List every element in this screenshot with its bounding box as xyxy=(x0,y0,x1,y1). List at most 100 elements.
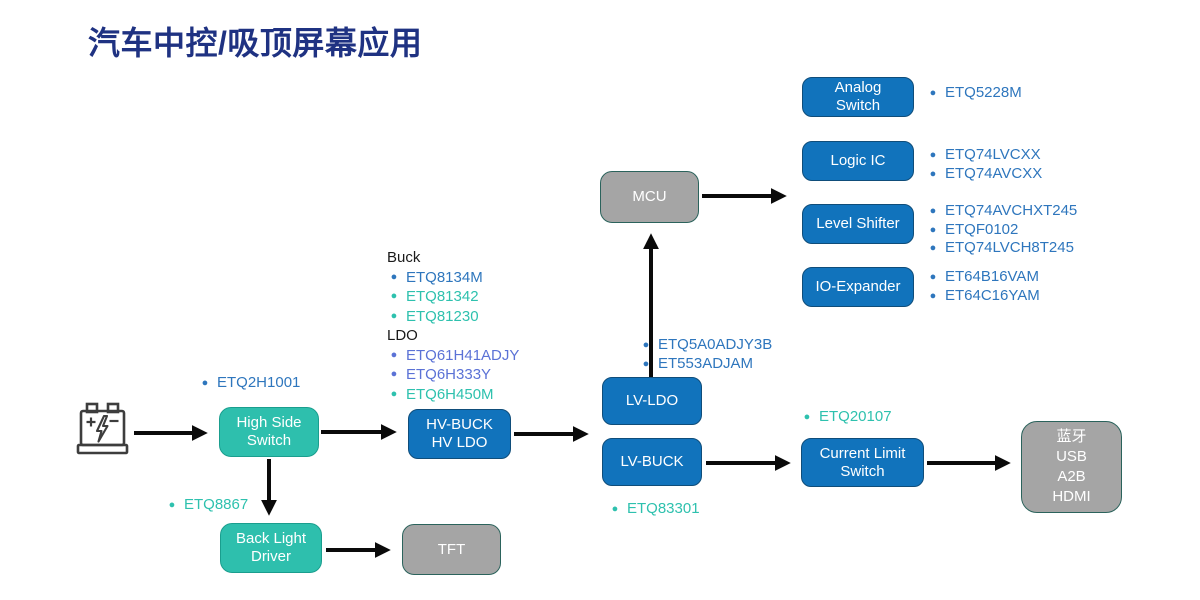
part-item: ● ETQ74LVCXX xyxy=(926,146,1042,165)
part-number: ETQ61H41ADJY xyxy=(406,346,520,364)
car-battery-icon xyxy=(76,402,129,455)
bullet-icon: ● xyxy=(929,289,937,302)
block-analog-switch: Analog Switch xyxy=(802,77,914,117)
part-list-lv-ldo: ● ETQ5A0ADJY3B ● ET553ADJAM xyxy=(639,336,773,374)
block-label: Back Light Driver xyxy=(235,530,307,565)
bullet-icon: ● xyxy=(390,387,398,400)
bullet-icon: ● xyxy=(642,339,650,351)
bullet-icon: ● xyxy=(929,87,937,99)
part-number: ETQ5A0ADJY3B xyxy=(658,336,773,353)
part-item: ● ETQ61H41ADJY xyxy=(387,346,520,366)
bullet-icon: ● xyxy=(929,205,937,217)
block-label: IO-Expander xyxy=(815,278,901,295)
part-number: ET64C16YAM xyxy=(945,286,1040,304)
bullet-icon: ● xyxy=(929,271,937,283)
block-label: TFT xyxy=(437,540,466,558)
block-label: LV-BUCK xyxy=(620,453,684,470)
block-label: Analog Switch xyxy=(834,79,882,114)
part-list-back-light-driver: ● ETQ8867 xyxy=(165,496,249,515)
block-io-expander: IO-Expander xyxy=(802,267,914,307)
part-number: ETQ6H450M xyxy=(406,385,494,403)
block-lv-ldo: LV-LDO xyxy=(602,377,702,425)
part-number: ET553ADJAM xyxy=(658,354,754,372)
part-item: ● ET553ADJAM xyxy=(639,355,772,374)
block-mcu: MCU xyxy=(600,171,699,223)
part-item: ● ETQ8134M xyxy=(387,268,519,288)
block-lv-buck: LV-BUCK xyxy=(602,438,702,486)
part-number: ETQ5228M xyxy=(945,84,1022,101)
bullet-icon: ● xyxy=(201,377,209,389)
part-number: ETQ81230 xyxy=(406,307,479,325)
block-label: LV-LDO xyxy=(625,392,679,409)
block-label: Current Limit Switch xyxy=(819,444,906,480)
block-logic-ic: Logic IC xyxy=(802,141,914,181)
part-number: ETQ20107 xyxy=(819,408,892,425)
bullet-icon: ● xyxy=(929,149,937,161)
block-label: MCU xyxy=(632,188,667,205)
bullet-icon: ● xyxy=(390,309,398,322)
part-item: ● ETQ74LVCH8T245 xyxy=(926,239,1077,258)
part-list-buck-ldo: Buck ● ETQ8134M ● ETQ81342 ● ETQ81230 LDO ●… xyxy=(387,248,519,404)
part-item: ● ETQ5A0ADJY3B xyxy=(639,336,773,355)
bullet-icon: ● xyxy=(390,348,398,361)
block-label: Logic IC xyxy=(830,152,886,169)
part-list-io-expander: ● ET64B16VAM ● ET64C16YAM xyxy=(926,268,1040,305)
part-group-header: LDO xyxy=(387,327,418,344)
bullet-icon: ● xyxy=(929,242,937,254)
part-number: ETQ2H1001 xyxy=(217,374,301,391)
part-list-current-limit-switch: ● ETQ20107 xyxy=(800,408,892,427)
part-list-logic-ic: ● ETQ74LVCXX ● ETQ74AVCXX xyxy=(926,146,1043,184)
part-item: ● ETQ2H1001 xyxy=(198,374,301,393)
bullet-icon: ● xyxy=(929,167,937,180)
block-tft: TFT xyxy=(402,524,501,575)
part-item: ● ETQ6H333Y xyxy=(387,365,519,385)
block-current-limit-switch: Current Limit Switch xyxy=(801,438,924,487)
part-number: ETQ74AVCHXT245 xyxy=(945,202,1078,219)
part-item: ● ETQ6H450M xyxy=(387,385,519,405)
block-level-shifter: Level Shifter xyxy=(802,204,914,244)
part-number: ETQ8134M xyxy=(406,268,483,286)
part-item: ● ETQ81342 xyxy=(387,287,519,307)
block-label: 蓝牙 USB A2B HDMI xyxy=(1052,428,1091,505)
bullet-icon: ● xyxy=(929,223,937,236)
block-label: High Side Switch xyxy=(236,414,302,449)
bullet-icon: ● xyxy=(390,270,398,283)
part-item: ● ETQ20107 xyxy=(800,408,892,427)
part-number: ETQ74AVCXX xyxy=(945,164,1043,182)
part-item: ● ETQF0102 xyxy=(926,221,1077,240)
block-connectivity: 蓝牙 USB A2B HDMI xyxy=(1021,421,1122,513)
bullet-icon: ● xyxy=(803,411,811,423)
part-list-analog-switch: ● ETQ5228M xyxy=(926,84,1022,103)
part-number: ETQF0102 xyxy=(945,220,1019,238)
part-number: ETQ83301 xyxy=(627,500,700,517)
part-item: ● ETQ81230 xyxy=(387,307,519,327)
block-back-light-driver: Back Light Driver xyxy=(220,523,322,573)
part-item: ● ETQ74AVCXX xyxy=(926,164,1043,184)
part-list-lv-buck: ● ETQ83301 xyxy=(608,500,700,519)
bullet-icon: ● xyxy=(642,357,650,370)
block-high-side-switch: High Side Switch xyxy=(219,407,319,457)
bullet-icon: ● xyxy=(168,499,176,511)
bullet-icon: ● xyxy=(390,290,398,302)
part-number: ETQ8867 xyxy=(184,496,249,513)
block-label: HV-BUCK HV LDO xyxy=(426,416,493,451)
part-number: ET64B16VAM xyxy=(945,268,1039,285)
page-title: 汽车中控/吸顶屏幕应用 xyxy=(88,25,423,61)
part-group-header: Buck xyxy=(387,249,421,266)
block-label: Level Shifter xyxy=(816,215,900,232)
part-list-level-shifter: ● ETQ74AVCHXT245 ● ETQF0102 ● ETQ74LVCH8T24… xyxy=(926,202,1078,258)
part-number: ETQ81342 xyxy=(406,288,479,305)
part-item: ● ETQ74AVCHXT245 xyxy=(926,202,1078,221)
part-number: ETQ6H333Y xyxy=(406,366,492,383)
part-item: ● ETQ5228M xyxy=(926,84,1022,103)
part-item: ● ET64C16YAM xyxy=(926,287,1040,306)
part-number: ETQ74LVCXX xyxy=(945,146,1041,163)
bullet-icon: ● xyxy=(611,503,619,515)
part-number: ETQ74LVCH8T245 xyxy=(945,239,1074,256)
part-list-high-side-switch: ● ETQ2H1001 xyxy=(198,374,301,393)
bullet-icon: ● xyxy=(390,368,398,380)
part-item: ● ETQ8867 xyxy=(165,496,249,515)
block-hv-buck-hv-ldo: HV-BUCK HV LDO xyxy=(408,409,511,459)
part-item: ● ETQ83301 xyxy=(608,500,700,519)
